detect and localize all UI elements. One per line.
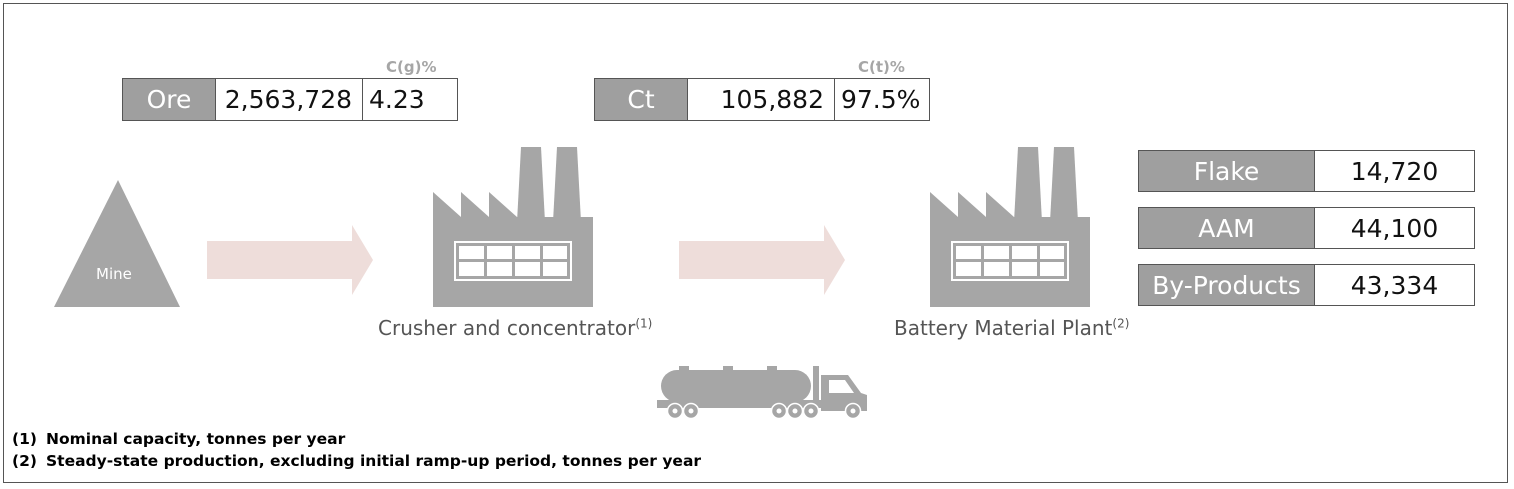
ore-grade-header: C(g)% [386, 58, 437, 76]
footnote-2-text: Steady-state production, excluding initi… [46, 452, 702, 470]
ct-grade-cell: 97.5% [834, 78, 930, 121]
output-value-byproducts: 43,334 [1314, 264, 1475, 306]
plant-label: Battery Material Plant [894, 316, 1113, 340]
flow-arrow-icon [207, 225, 373, 295]
output-value-aam: 44,100 [1314, 207, 1475, 249]
flow-arrow-icon [679, 225, 845, 295]
tanker-truck-icon [657, 366, 867, 420]
diagram-frame [3, 3, 1508, 483]
footnote-2-number: (2) [12, 452, 37, 470]
footnote-1-number: (1) [12, 430, 37, 448]
plant-caption: Battery Material Plant(2) [894, 316, 1129, 340]
crusher-factory-icon [433, 147, 593, 307]
plant-note-ref: (2) [1112, 316, 1130, 331]
ore-label-cell: Ore [122, 78, 216, 121]
crusher-label: Crusher and concentrator [378, 316, 636, 340]
crusher-note-ref: (1) [635, 316, 653, 331]
plant-factory-icon [930, 147, 1090, 307]
ct-value-cell: 105,882 [687, 78, 835, 121]
output-label-byproducts: By-Products [1138, 264, 1315, 306]
footnote-1-text: Nominal capacity, tonnes per year [46, 430, 346, 448]
mine-label: Mine [96, 265, 132, 283]
output-label-aam: AAM [1138, 207, 1315, 249]
crusher-caption: Crusher and concentrator(1) [378, 316, 652, 340]
output-label-flake: Flake [1138, 150, 1315, 192]
footnote-1: (1) Nominal capacity, tonnes per year [12, 430, 345, 448]
ct-label-cell: Ct [594, 78, 688, 121]
output-value-flake: 14,720 [1314, 150, 1475, 192]
ore-grade-cell: 4.23 [362, 78, 458, 121]
mine-triangle-icon [54, 180, 180, 307]
footnote-2: (2) Steady-state production, excluding in… [12, 452, 701, 470]
ore-value-cell: 2,563,728 [215, 78, 363, 121]
ct-grade-header: C(t)% [858, 58, 905, 76]
